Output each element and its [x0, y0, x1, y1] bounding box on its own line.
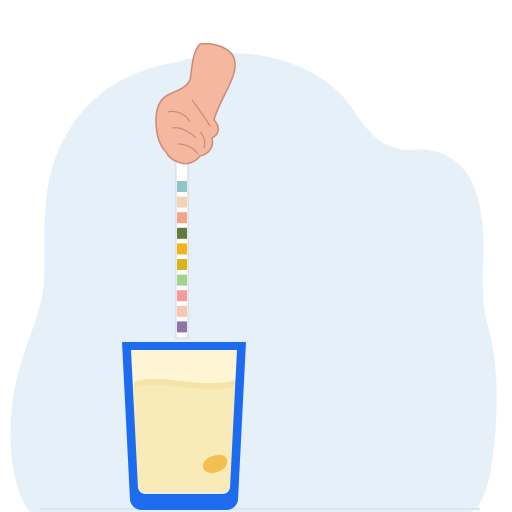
- glass-liquid: [130, 350, 238, 492]
- hand-icon: [155, 42, 236, 165]
- strip-pad: [177, 227, 187, 239]
- liquid-wave: [134, 378, 236, 390]
- strip-pads: [177, 181, 187, 333]
- hand: [155, 42, 236, 165]
- strip-pad: [177, 305, 187, 317]
- strip-pad: [177, 181, 187, 192]
- strip-pad: [177, 274, 187, 286]
- liquid-body: [134, 378, 236, 492]
- strip-pad: [177, 290, 187, 302]
- strip-pad: [177, 243, 187, 255]
- strip-pad: [177, 196, 187, 208]
- table-line: [40, 508, 480, 510]
- test-strip: [175, 159, 189, 339]
- background-blob: [10, 53, 497, 512]
- finger-line-2: [171, 127, 197, 139]
- strip-pad: [177, 259, 187, 270]
- thumb-line: [191, 99, 211, 127]
- knuckle-line: [199, 131, 206, 149]
- sediment-blob: [202, 454, 228, 473]
- strip-pad: [177, 212, 187, 224]
- glass-outline: [122, 342, 246, 510]
- strip-pad: [177, 321, 187, 333]
- finger-line-3: [177, 143, 199, 155]
- finger-line-1: [167, 110, 191, 123]
